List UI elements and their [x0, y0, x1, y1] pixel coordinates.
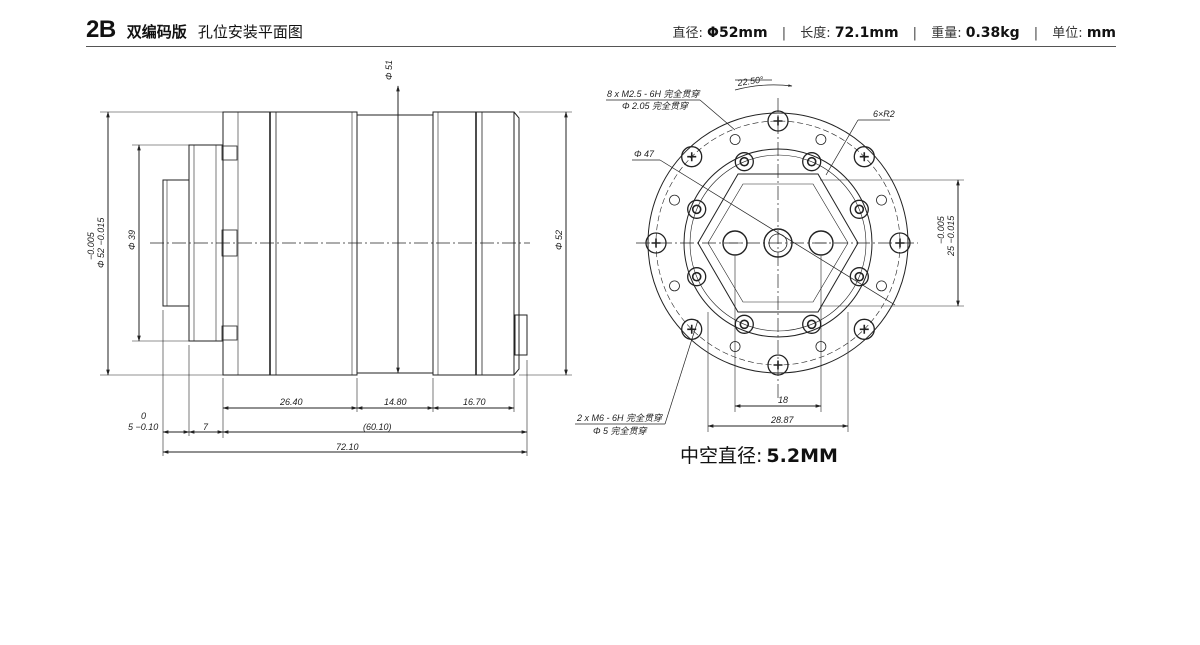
screw-head [854, 204, 865, 215]
screw-head [739, 319, 750, 330]
spec-unit-value: mm [1086, 25, 1116, 41]
dim-d25: 25 −0.015 [946, 215, 956, 257]
m25-hole [876, 194, 887, 206]
dim-d51: Φ 51 [384, 60, 394, 80]
dim-d47: Φ 47 [634, 149, 655, 159]
inner-screw [849, 267, 869, 287]
screw-head [854, 271, 865, 282]
m6-hole-right [808, 230, 834, 256]
dim-l5: 72.10 [336, 442, 359, 452]
m6-hole-left [722, 230, 748, 256]
m25-hole [876, 280, 887, 292]
outer-screw [853, 146, 875, 168]
dim-d52-tol: −0.005 [86, 231, 96, 260]
outer-screw [767, 110, 789, 132]
dim-w18: 18 [778, 395, 788, 405]
inner-screw [734, 152, 754, 172]
version-label: 双编码版 [126, 23, 187, 41]
hollow-diameter-note: 中空直径:5.2MM [680, 441, 838, 468]
screw-head [806, 319, 817, 330]
dim-holes-2: 2 x M6 - 6H 完全贯穿 [576, 413, 663, 423]
dim-l7: 7 [203, 422, 209, 432]
spec-bar: 直径: Φ52mm | 长度: 72.1mm | 重量: 0.38kg | 单位… [673, 22, 1116, 41]
spec-length-label: 长度: [800, 26, 831, 41]
screw-cross [773, 360, 783, 370]
front-section [432, 111, 515, 376]
page-header: 2B 双编码版 孔位安装平面图 直径: Φ52mm | 长度: 72.1mm |… [86, 14, 1116, 47]
m25-hole [669, 194, 680, 206]
dim-tol-5: 5 −0.10 [128, 422, 158, 432]
screw-cross [895, 238, 905, 248]
outer-circle [647, 112, 909, 374]
dim-holes-2-dia: Φ 5 完全贯穿 [593, 426, 648, 436]
dim-d52-left: Φ 52 −0.015 [96, 217, 106, 268]
dim-l1: 26.40 [279, 397, 303, 407]
divider: | [912, 26, 918, 41]
screw-cross [773, 116, 783, 126]
inner-bore [683, 148, 873, 338]
m25-hole [815, 134, 827, 145]
hollow-diameter-label: 中空直径: [680, 445, 763, 467]
model-code: 2B [86, 16, 116, 43]
spec-weight-label: 重量: [931, 26, 962, 41]
hollow-shaft-bore [763, 228, 793, 258]
outer-screw [767, 354, 789, 376]
spec-unit-label: 单位: [1052, 26, 1083, 41]
dim-holes-8: 8 x M2.5 - 6H 完全贯穿 [607, 89, 701, 99]
screw-cross [859, 152, 869, 162]
dim-radius: 6×R2 [873, 109, 895, 119]
m25-hole [669, 280, 680, 292]
dim-holes-8-dia: Φ 2.05 完全贯穿 [622, 101, 689, 111]
dim-d39: Φ 39 [127, 230, 137, 250]
spec-weight-value: 0.38kg [965, 25, 1020, 41]
hollow-diameter-value: 5.2MM [766, 445, 838, 467]
screw-head [691, 271, 702, 282]
spec-diameter-value: Φ52mm [707, 25, 768, 41]
screw-head [691, 204, 702, 215]
dim-w2887: 28.87 [770, 415, 795, 425]
outer-screw [889, 232, 911, 254]
dim-l4: (60.10) [363, 422, 392, 432]
screw-head [739, 156, 750, 167]
dim-l2: 14.80 [384, 397, 407, 407]
spec-length-value: 72.1mm [834, 25, 899, 41]
side-view: Φ 51 −0.005 Φ 52 −0.015 Φ 39 Φ 52 26.40 … [86, 60, 572, 456]
dim-l3: 16.70 [463, 397, 486, 407]
front-view: 22.50° 8 x M2.5 - 6H 完全贯穿 Φ 2.05 完全贯穿 6×… [575, 74, 964, 436]
dim-tol-0: 0 [141, 411, 146, 421]
inner-screw [849, 199, 869, 219]
divider: | [781, 26, 787, 41]
middle-section [356, 114, 434, 374]
front-connector [514, 314, 528, 356]
drawing-title: 孔位安装平面图 [197, 23, 303, 41]
screw-head [806, 156, 817, 167]
dim-d25-tol: −0.005 [936, 215, 946, 244]
bolt-circle-inner [689, 154, 867, 332]
dim-angle: 22.50° [736, 74, 765, 88]
motor-body [222, 111, 358, 376]
inner-screw [802, 152, 822, 172]
hex-hub [697, 173, 859, 313]
header-title-group: 2B 双编码版 孔位安装平面图 [86, 16, 303, 44]
dim-d52-right: Φ 52 [554, 230, 564, 250]
screw-cross [687, 152, 697, 162]
spec-diameter-label: 直径: [672, 26, 703, 41]
inner-screw [687, 267, 707, 287]
screw-cross [651, 238, 661, 248]
outer-screw [645, 232, 667, 254]
inner-screw [687, 199, 707, 219]
screw-cross [859, 324, 869, 334]
outer-screw [853, 318, 875, 340]
outer-screw [681, 146, 703, 168]
divider: | [1033, 26, 1039, 41]
m25-hole [729, 134, 741, 145]
